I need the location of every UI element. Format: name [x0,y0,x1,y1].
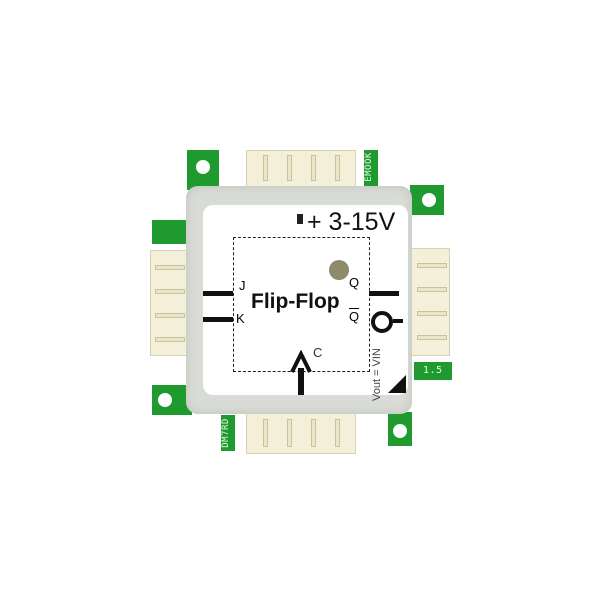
mounting-hole [393,424,407,438]
j-input-wire [203,291,233,296]
corner-triangle [388,375,406,393]
connector-bottom [246,412,356,454]
voltage-label: + 3-15V [307,208,396,236]
k-input-wire [203,317,233,322]
pin-label-q: Q [349,275,360,290]
q-bar-inverter-circle [371,311,393,333]
connector-top [246,150,356,188]
version-label: 1.5 [423,365,443,376]
pcb-text-bottom: DM7RD [220,418,231,448]
pin-label-k: K [236,311,245,326]
module-label: + 3-15V J K Flip-Flop Q Q C Vout = VIN [203,205,408,401]
pcb-tab-top-left [187,150,219,190]
pcb-tab-bottom-left-label: DM7RD [221,415,235,451]
mounting-hole [422,193,436,207]
q-bar-output-wire [393,319,403,323]
pcb-tab-right-top [410,185,444,215]
module-title: Flip-Flop [251,290,340,313]
connector-right [410,248,450,356]
pin-label-q-bar: Q [349,309,360,324]
battery-icon [297,214,303,224]
mounting-hole [196,160,210,174]
pin-label-c: C [313,345,323,360]
pcb-tab-left-top [152,220,192,244]
q-output-wire [369,291,399,296]
pcb-tab-bottom-right [388,412,412,446]
pcb-text-top: EMOOK [363,152,374,182]
status-led [329,260,349,280]
pin-label-j: J [239,278,246,293]
clock-input-arrow-icon [290,350,312,395]
vout-note: Vout = VIN [371,348,383,401]
pcb-tab-top-right-label: EMOOK [364,150,378,186]
pcb-tab-version: 1.5 [414,362,452,380]
mounting-hole [158,393,172,407]
pcb-tab-left-bottom [152,385,192,415]
